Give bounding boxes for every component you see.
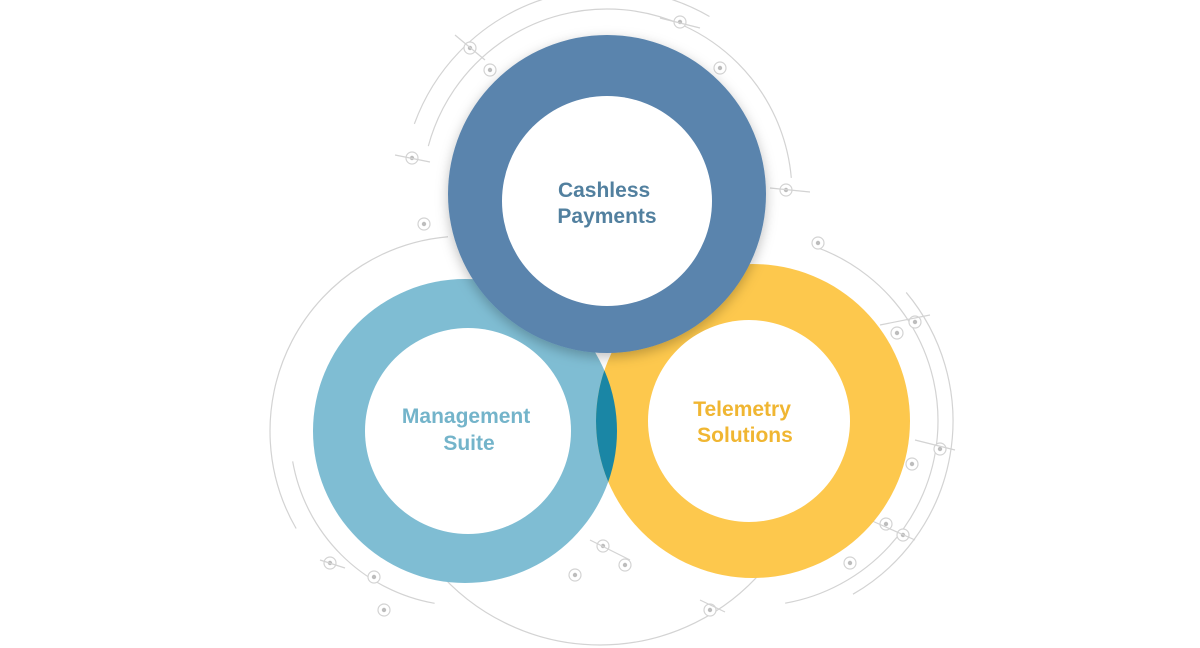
deco-tick-2 — [394, 154, 431, 163]
deco-tick-1 — [659, 17, 701, 29]
label-telemetry-line1: Telemetry — [693, 398, 791, 421]
deco-tick-7 — [699, 599, 726, 613]
deco-node-14-dot — [847, 560, 853, 566]
deco-arc-right-outer2 — [852, 292, 954, 595]
deco-node-1-dot — [487, 67, 493, 73]
hole-telemetry — [648, 320, 850, 522]
deco-tick-0 — [454, 34, 486, 61]
deco-node-7-dot — [815, 240, 821, 246]
hole-management — [365, 328, 571, 534]
deco-arc-right-outer — [785, 246, 939, 604]
deco-tick-9 — [319, 559, 346, 569]
deco-node-9-dot — [912, 319, 918, 325]
deco-tick-5 — [914, 439, 956, 451]
deco-tick-4 — [879, 314, 931, 326]
label-management: Management Suite — [402, 405, 536, 455]
deco-tick-3 — [769, 187, 811, 193]
deco-node-10-dot — [937, 446, 943, 452]
hole-cashless — [502, 96, 712, 306]
deco-node-11-dot — [909, 461, 915, 467]
deco-node-21-dot — [572, 572, 578, 578]
deco-node-3-dot — [717, 65, 723, 71]
deco-arc-top-outer — [427, 8, 792, 178]
label-telemetry-line2: Solutions — [697, 424, 793, 447]
deco-node-12-dot — [883, 521, 889, 527]
deco-tick-8 — [589, 539, 631, 561]
deco-tick-6 — [869, 519, 916, 541]
deco-node-5-dot — [421, 221, 427, 227]
label-telemetry: Telemetry Solutions — [693, 398, 797, 447]
deco-arc-top-outer2 — [413, 0, 710, 125]
label-cashless-line2: Payments — [557, 205, 656, 228]
deco-node-17-dot — [622, 562, 628, 568]
deco-node-15-dot — [707, 607, 713, 613]
deco-arc-bottom — [434, 567, 766, 646]
label-cashless: Cashless Payments — [557, 179, 656, 228]
deco-arc-left-lower — [292, 461, 435, 604]
deco-arc-left-outer — [269, 236, 449, 529]
background-decoration — [269, 0, 956, 646]
label-management-line1: Management — [402, 405, 530, 428]
label-cashless-line1: Cashless — [558, 179, 650, 202]
label-management-line2: Suite — [443, 432, 494, 455]
deco-node-19-dot — [371, 574, 377, 580]
deco-node-20-dot — [381, 607, 387, 613]
deco-node-8-dot — [894, 330, 900, 336]
